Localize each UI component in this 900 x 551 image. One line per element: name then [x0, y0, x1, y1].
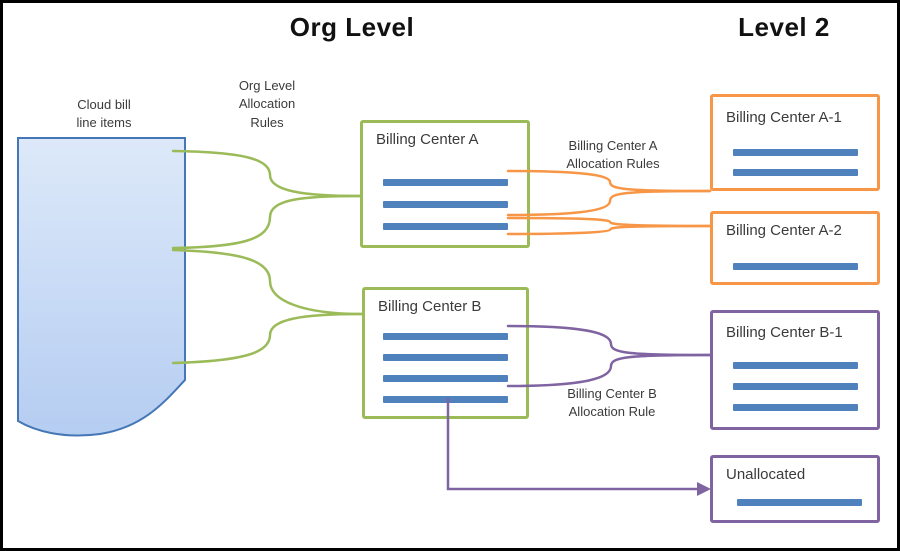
cloud-bill-label: Cloud bill line items: [76, 97, 132, 131]
line-item-bar: [40, 157, 166, 164]
line-item-bar: [733, 404, 858, 411]
line-item-bar: [383, 223, 508, 230]
line-item-bar: [383, 375, 508, 382]
line-item-bar: [383, 354, 508, 361]
unallocated-line-items: [737, 499, 862, 506]
unallocated-box: Unallocated: [710, 455, 880, 523]
billing-center-a-title: Billing Center A: [376, 131, 479, 148]
billing-center-a-line-items: [383, 179, 508, 230]
line-item-bar: [733, 263, 858, 270]
line-item-bar: [383, 333, 508, 340]
billing-center-a1-line-items: [733, 149, 858, 176]
line-item-bar: [40, 223, 166, 230]
org-level-title: Org Level: [289, 12, 415, 42]
line-item-bar: [733, 169, 858, 176]
line-item-bar: [733, 383, 858, 390]
billing-center-b1-line-items: [733, 362, 858, 411]
level-2-title: Level 2: [738, 12, 830, 42]
billing-center-a2-connector: [506, 216, 712, 236]
line-item-bar: [733, 149, 858, 156]
unallocated-title: Unallocated: [726, 466, 806, 483]
org-allocation-rules-label: Org Level Allocation Rules: [238, 78, 296, 130]
billing-center-a-rules-label: Billing Center A Allocation Rules: [566, 138, 660, 172]
line-item-bar: [737, 499, 862, 506]
org-allocation-connector-a: [171, 149, 362, 250]
billing-center-b1-connector: [506, 324, 712, 388]
billing-center-a1-title: Billing Center A-1: [726, 109, 842, 126]
billing-center-a1-box: Billing Center A-1: [710, 94, 880, 191]
line-item-bar: [40, 256, 166, 263]
billing-center-b-rules-label: Billing Center B Allocation Rule: [567, 386, 657, 420]
billing-center-a2-line-items: [733, 263, 858, 270]
line-item-bar: [733, 362, 858, 369]
line-item-bar: [40, 322, 166, 329]
cloud-bill-line-items: [40, 157, 166, 362]
line-item-bar: [383, 201, 508, 208]
line-item-bar: [40, 289, 166, 296]
line-item-bar: [383, 396, 508, 403]
billing-center-a1-connector: [506, 169, 712, 217]
billing-center-b-box: Billing Center B: [362, 287, 529, 419]
org-allocation-connector-b: [171, 248, 364, 365]
line-item-bar: [383, 179, 508, 186]
line-item-bar: [40, 190, 166, 197]
billing-center-b1-box: Billing Center B-1: [710, 310, 880, 430]
billing-center-a2-box: Billing Center A-2: [710, 211, 880, 285]
billing-center-a-box: Billing Center A: [360, 120, 530, 248]
line-item-bar: [40, 355, 166, 362]
billing-center-b-line-items: [383, 333, 508, 403]
billing-center-a2-title: Billing Center A-2: [726, 222, 842, 239]
billing-center-b-title: Billing Center B: [378, 298, 482, 315]
billing-center-b1-title: Billing Center B-1: [726, 324, 843, 341]
